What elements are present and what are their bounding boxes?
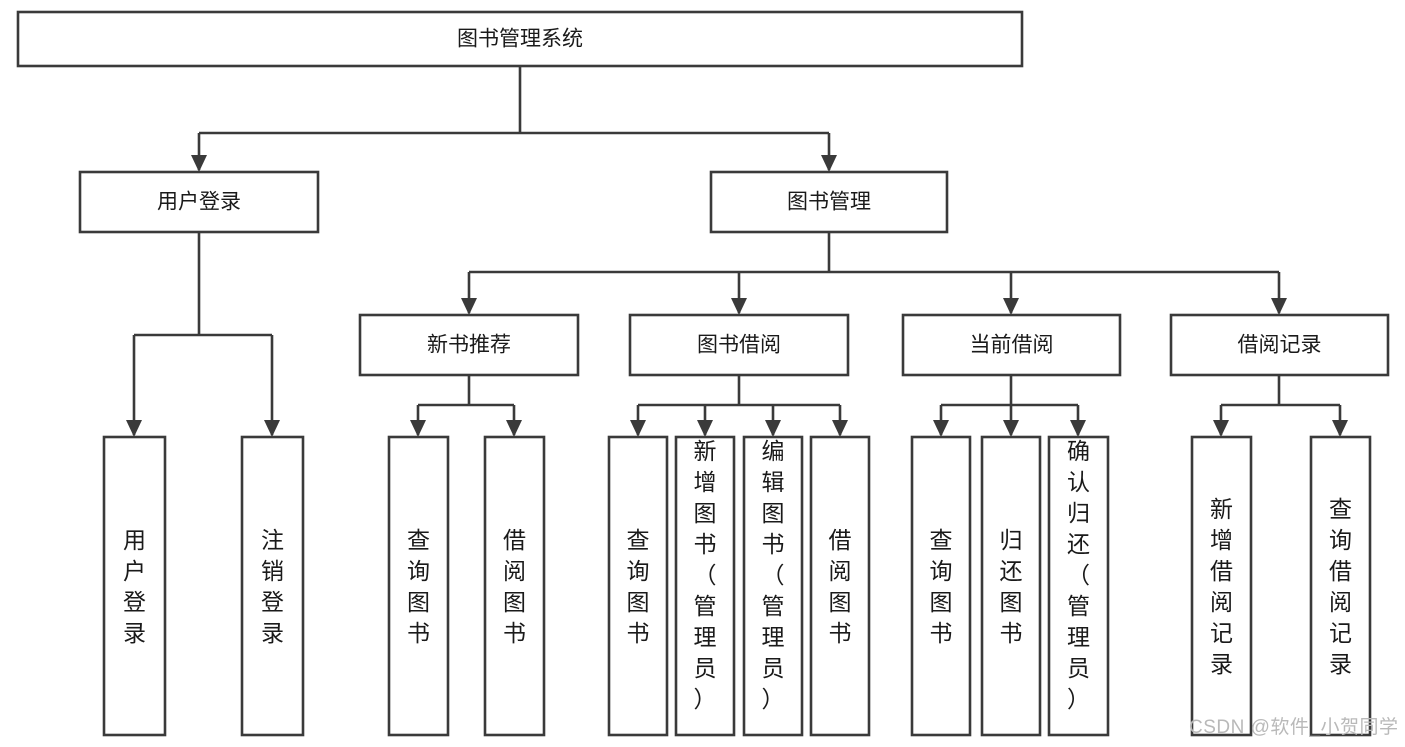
node-label: 借阅记录	[1238, 334, 1322, 357]
watermark: CSDN @软件_小贺同学	[1189, 717, 1399, 738]
node-box[interactable]	[809, 435, 871, 737]
node-label: 借阅图书	[829, 527, 852, 646]
node-label: 编辑图书（管理员）	[762, 438, 785, 712]
node-box[interactable]	[980, 435, 1042, 737]
arrow-head-icon	[410, 420, 426, 437]
arrow-head-icon	[630, 420, 646, 437]
node-box[interactable]	[709, 170, 949, 234]
node-box[interactable]	[1047, 435, 1110, 737]
leaf-node-3[interactable]: 借阅图书	[483, 435, 546, 737]
leaf-node-0[interactable]: 用户登录	[102, 435, 167, 737]
node-box[interactable]	[1169, 313, 1390, 377]
arrow-head-icon	[731, 298, 747, 315]
arrow-head-icon	[765, 420, 781, 437]
leaf-node-9[interactable]: 归还图书	[980, 435, 1042, 737]
node-box[interactable]	[1309, 435, 1372, 737]
node-label: 用户登录	[157, 191, 241, 214]
arrow-head-icon	[191, 155, 207, 172]
arrow-head-icon	[1003, 298, 1019, 315]
node-label: 新增图书（管理员）	[694, 438, 717, 712]
leaf-node-8[interactable]: 查询图书	[910, 435, 972, 737]
node-box[interactable]	[674, 435, 736, 737]
arrow-head-icon	[697, 420, 713, 437]
level2-node-1[interactable]: 图书管理	[709, 170, 949, 234]
leaf-node-7[interactable]: 借阅图书	[809, 435, 871, 737]
arrow-head-icon	[1003, 420, 1019, 437]
node-label: 查询图书	[930, 527, 953, 646]
node-box[interactable]	[1190, 435, 1253, 737]
leaf-node-10[interactable]: 确认归还（管理员）	[1047, 435, 1110, 737]
node-box[interactable]	[78, 170, 320, 234]
node-label: 查询借阅记录	[1329, 496, 1352, 677]
node-box[interactable]	[387, 435, 450, 737]
node-box[interactable]	[628, 313, 850, 377]
arrow-head-icon	[461, 298, 477, 315]
node-box[interactable]	[358, 313, 580, 377]
arrow-head-icon	[933, 420, 949, 437]
node-label: 新增借阅记录	[1210, 496, 1233, 677]
leaf-node-1[interactable]: 注销登录	[240, 435, 305, 737]
node-layer: 图书管理系统用户登录图书管理新书推荐图书借阅当前借阅借阅记录用户登录注销登录查询…	[16, 10, 1390, 737]
leaf-node-2[interactable]: 查询图书	[387, 435, 450, 737]
node-label: 图书管理	[787, 191, 871, 214]
arrow-head-icon	[1070, 420, 1086, 437]
level3-node-1[interactable]: 图书借阅	[628, 313, 850, 377]
leaf-node-5[interactable]: 新增图书（管理员）	[674, 435, 736, 737]
node-box[interactable]	[102, 435, 167, 737]
arrow-head-icon	[832, 420, 848, 437]
leaf-node-11[interactable]: 新增借阅记录	[1190, 435, 1253, 737]
node-box[interactable]	[483, 435, 546, 737]
node-label: 用户登录	[123, 527, 146, 646]
level3-node-0[interactable]: 新书推荐	[358, 313, 580, 377]
node-box[interactable]	[240, 435, 305, 737]
arrow-head-icon	[1213, 420, 1229, 437]
arrow-head-icon	[1271, 298, 1287, 315]
node-label: 注销登录	[261, 527, 284, 646]
node-label: 新书推荐	[427, 334, 511, 357]
root-node-library-system[interactable]: 图书管理系统	[16, 10, 1024, 68]
arrow-head-icon	[506, 420, 522, 437]
node-label: 借阅图书	[503, 527, 526, 646]
arrow-head-icon	[264, 420, 280, 437]
level2-node-0[interactable]: 用户登录	[78, 170, 320, 234]
node-box[interactable]	[910, 435, 972, 737]
arrow-head-icon	[1332, 420, 1348, 437]
level3-node-2[interactable]: 当前借阅	[901, 313, 1122, 377]
node-label: 图书管理系统	[457, 28, 583, 51]
node-label: 归还图书	[1000, 527, 1023, 646]
node-label: 查询图书	[627, 527, 650, 646]
node-label: 查询图书	[407, 527, 430, 646]
arrow-head-icon	[126, 420, 142, 437]
node-label: 图书借阅	[697, 334, 781, 357]
node-box[interactable]	[16, 10, 1024, 68]
node-box[interactable]	[901, 313, 1122, 377]
arrow-head-icon	[821, 155, 837, 172]
node-box[interactable]	[607, 435, 669, 737]
leaf-node-12[interactable]: 查询借阅记录	[1309, 435, 1372, 737]
level3-node-3[interactable]: 借阅记录	[1169, 313, 1390, 377]
node-label: 确认归还（管理员）	[1067, 438, 1090, 712]
node-box[interactable]	[742, 435, 804, 737]
node-label: 当前借阅	[970, 334, 1054, 357]
connector-layer	[126, 66, 1348, 437]
leaf-node-4[interactable]: 查询图书	[607, 435, 669, 737]
leaf-node-6[interactable]: 编辑图书（管理员）	[742, 435, 804, 737]
